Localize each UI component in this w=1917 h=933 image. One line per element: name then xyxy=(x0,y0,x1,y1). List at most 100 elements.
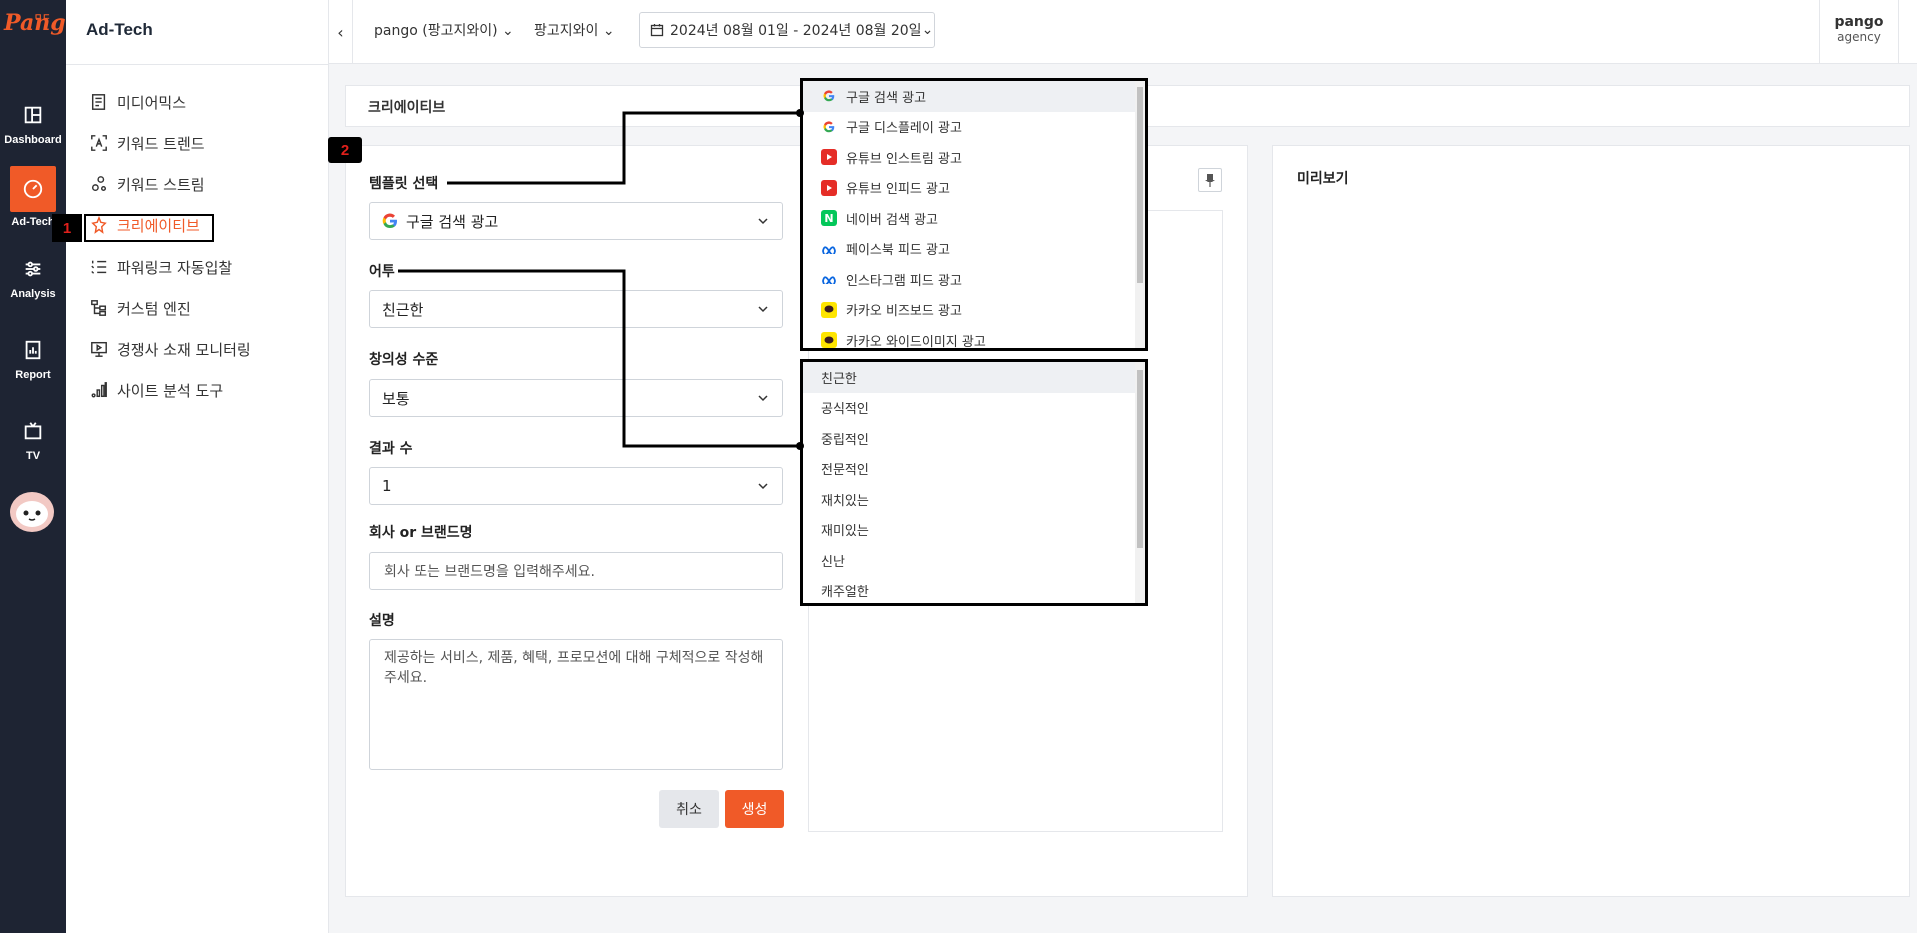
chevron-down-icon xyxy=(758,395,768,402)
tone-dropdown-list: 친근한 공식적인 중립적인 전문적인 재치있는 재미있는 신난 캐주얼한 xyxy=(800,359,1148,606)
template-label: 템플릿 선택 xyxy=(369,176,439,192)
tone-option[interactable]: 중립적인 xyxy=(821,432,869,448)
sparkle-icon xyxy=(91,216,107,234)
rail-item-dashboard[interactable]: Dashboard xyxy=(0,94,66,164)
template-option[interactable]: 유튜브 인피드 광고 xyxy=(803,173,1145,204)
sidebar-item-creative[interactable]: 크리에이티브 xyxy=(90,212,200,238)
text-scan-icon xyxy=(91,135,107,151)
tree-icon xyxy=(91,300,107,316)
highlight-box xyxy=(84,214,214,242)
google-icon xyxy=(821,88,837,104)
chevron-down-icon xyxy=(758,483,768,490)
pin-icon xyxy=(1205,174,1215,187)
chevron-down-icon: ⌄ xyxy=(602,23,615,39)
kakao-icon xyxy=(821,301,837,318)
sidebar-item-competitor-monitoring[interactable]: 경쟁사 소재 모니터링 xyxy=(90,336,251,362)
scrollbar[interactable] xyxy=(1135,81,1145,348)
sidebar: Ad-Tech 미디어믹스 키워드 트렌드 키워드 스트림 크리에이티브 파워링… xyxy=(66,0,329,933)
bubbles-icon xyxy=(91,176,107,192)
description-textarea[interactable]: 제공하는 서비스, 제품, 혜택, 프로모션에 대해 구체적으로 작성해주세요. xyxy=(369,639,783,770)
template-option[interactable]: 구글 검색 광고 xyxy=(803,81,1145,112)
preview-panel xyxy=(1272,145,1910,897)
sidebar-item-site-analysis[interactable]: 사이트 분석 도구 xyxy=(90,377,223,403)
naver-icon: N xyxy=(821,210,837,227)
sidebar-item-powerlink-bidding[interactable]: 파워링크 자동입찰 xyxy=(90,254,232,280)
template-option[interactable]: 구글 디스플레이 광고 xyxy=(803,112,1145,143)
tone-option[interactable]: 캐주얼한 xyxy=(821,585,869,601)
meta-icon xyxy=(821,241,837,257)
tone-option[interactable]: 재치있는 xyxy=(821,493,869,509)
gauge-icon xyxy=(10,166,56,212)
create-button[interactable]: 생성 xyxy=(725,790,784,828)
mascot-avatar[interactable] xyxy=(8,490,56,534)
youtube-icon xyxy=(821,179,837,196)
template-option[interactable]: N 네이버 검색 광고 xyxy=(803,203,1145,234)
company-input[interactable]: 회사 또는 브랜드명을 입력해주세요. xyxy=(369,552,783,590)
kakao-icon xyxy=(821,332,837,348)
template-option[interactable]: 인스타그램 피드 광고 xyxy=(803,264,1145,295)
collapse-button[interactable]: ‹ xyxy=(329,0,353,64)
chevron-down-icon xyxy=(758,306,768,313)
chevron-down-icon xyxy=(758,218,768,225)
tone-option[interactable]: 친근한 xyxy=(803,362,1145,393)
sidebar-item-media-mix[interactable]: 미디어믹스 xyxy=(90,89,186,115)
template-option[interactable]: 유튜브 인스트림 광고 xyxy=(803,142,1145,173)
template-option[interactable]: 페이스북 피드 광고 xyxy=(803,234,1145,265)
meta-icon xyxy=(821,271,837,287)
date-range-picker[interactable]: 2024년 08월 01일 - 2024년 08월 20일⌄ xyxy=(639,12,935,48)
calendar-icon xyxy=(650,24,664,37)
tv-icon xyxy=(24,422,42,440)
chevron-down-icon: ⌄ xyxy=(921,22,934,38)
company-label: 회사 or 브랜드명 xyxy=(369,525,473,541)
account-dropdown[interactable]: pango (팡고지와이) ⌄ xyxy=(374,23,514,39)
tone-option[interactable]: 신난 xyxy=(821,554,845,570)
rail-item-adtech[interactable]: Ad-Tech xyxy=(0,166,66,236)
annotation-badge-2: 2 xyxy=(328,137,362,163)
monitor-play-icon xyxy=(91,341,107,357)
scrollbar[interactable] xyxy=(1135,362,1145,603)
sidebar-item-custom-engine[interactable]: 커스텀 엔진 xyxy=(90,295,191,321)
results-label: 결과 수 xyxy=(369,441,413,457)
list-ordered-icon xyxy=(91,260,107,274)
bar-chart-icon xyxy=(91,382,107,398)
google-icon xyxy=(382,213,397,229)
rail-item-report[interactable]: Report xyxy=(0,329,66,399)
sidebar-item-keyword-trend[interactable]: 키워드 트렌드 xyxy=(90,130,205,156)
section-title: 크리에이티브 xyxy=(368,100,446,116)
chevron-down-icon: ⌄ xyxy=(502,23,514,39)
creativity-label: 창의성 수준 xyxy=(369,352,439,368)
results-select[interactable]: 1 xyxy=(369,467,783,505)
chevron-left-icon: ‹ xyxy=(337,22,344,42)
creativity-select[interactable]: 보통 xyxy=(369,379,783,417)
user-menu[interactable]: pango agency xyxy=(1819,0,1899,64)
rail-item-tv[interactable]: TV xyxy=(0,410,66,480)
document-icon xyxy=(91,94,106,110)
brand-dropdown[interactable]: 팡고지와이 ⌄ xyxy=(534,23,615,39)
pin-button[interactable] xyxy=(1198,168,1222,192)
tone-option[interactable]: 전문적인 xyxy=(821,463,869,479)
sidebar-title: Ad-Tech xyxy=(86,20,153,39)
sidebar-item-keyword-stream[interactable]: 키워드 스트림 xyxy=(90,171,205,197)
annotation-badge-1: 1 xyxy=(52,214,82,242)
report-icon xyxy=(25,340,41,360)
template-dropdown-list: 구글 검색 광고 구글 디스플레이 광고 유튜브 인스트림 광고 유튜브 인피드… xyxy=(800,78,1148,351)
cancel-button[interactable]: 취소 xyxy=(659,790,719,828)
description-label: 설명 xyxy=(369,613,395,629)
youtube-icon xyxy=(821,149,837,166)
sliders-icon xyxy=(25,261,41,277)
template-option[interactable]: 카카오 와이드이미지 광고 xyxy=(803,325,1145,348)
template-select[interactable]: 구글 검색 광고 xyxy=(369,202,783,240)
google-icon xyxy=(821,119,837,135)
tone-option[interactable]: 재미있는 xyxy=(821,524,869,540)
template-option[interactable]: 카카오 비즈보드 광고 xyxy=(803,295,1145,326)
sidebar-divider xyxy=(66,64,329,65)
preview-title: 미리보기 xyxy=(1297,171,1349,187)
tone-option[interactable]: 공식적인 xyxy=(821,402,869,418)
dashboard-icon xyxy=(24,106,42,124)
top-bar: ‹ pango (팡고지와이) ⌄ 팡고지와이 ⌄ 2024년 08월 01일 … xyxy=(329,0,1917,64)
rail-item-analysis[interactable]: Analysis xyxy=(0,248,66,318)
tone-label: 어투 xyxy=(369,264,395,280)
tone-select[interactable]: 친근한 xyxy=(369,290,783,328)
